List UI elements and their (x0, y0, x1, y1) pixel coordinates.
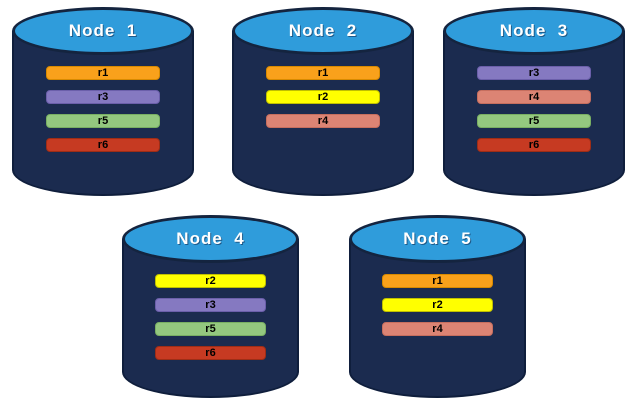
replica-bar: r5 (45, 114, 161, 128)
replica-bar: r2 (381, 298, 494, 312)
node-cylinder-5: Node 5 r1 r2 r4 (349, 215, 526, 398)
replica-bar: r3 (476, 66, 592, 80)
replica-bar: r3 (154, 298, 267, 312)
cylinder-top: Node 1 (12, 7, 194, 55)
replica-bar: r4 (381, 322, 494, 336)
node-cylinder-4: Node 4 r2 r3 r5 r6 (122, 215, 299, 398)
replica-bar: r4 (265, 114, 381, 128)
replica-bar: r1 (45, 66, 161, 80)
node-title: Node 4 (176, 229, 245, 248)
replica-bar: r5 (476, 114, 592, 128)
cylinder-top: Node 3 (443, 7, 625, 55)
replica-bar: r6 (154, 346, 267, 360)
cylinder-body (443, 31, 625, 196)
node-title: Node 2 (288, 21, 358, 40)
cylinder-top: Node 5 (349, 215, 526, 263)
replica-list: r2 r3 r5 r6 (122, 274, 299, 360)
node-cylinder-3: Node 3 r3 r4 r5 r6 (443, 7, 625, 196)
replica-bar: r1 (381, 274, 494, 288)
cylinder-top: Node 2 (232, 7, 414, 55)
node-cylinder-1: Node 1 r1 r3 r5 r6 (12, 7, 194, 196)
replica-bar: r2 (265, 90, 381, 104)
replica-bar: r3 (45, 90, 161, 104)
cylinder-top: Node 4 (122, 215, 299, 263)
cylinder-body (232, 31, 414, 196)
replica-bar: r6 (476, 138, 592, 152)
replica-bar: r1 (265, 66, 381, 80)
replica-bar: r2 (154, 274, 267, 288)
replica-bar: r6 (45, 138, 161, 152)
replica-bar: r4 (476, 90, 592, 104)
node-title: Node 1 (68, 21, 138, 40)
replica-list: r3 r4 r5 r6 (443, 66, 625, 152)
node-cylinder-2: Node 2 r1 r2 r4 (232, 7, 414, 196)
node-title: Node 5 (403, 229, 472, 248)
node-title: Node 3 (499, 21, 569, 40)
replica-list: r1 r3 r5 r6 (12, 66, 194, 152)
cylinder-body (349, 239, 526, 398)
replica-list: r1 r2 r4 (232, 66, 414, 128)
replica-list: r1 r2 r4 (349, 274, 526, 336)
cylinder-body (122, 239, 299, 398)
replica-bar: r5 (154, 322, 267, 336)
